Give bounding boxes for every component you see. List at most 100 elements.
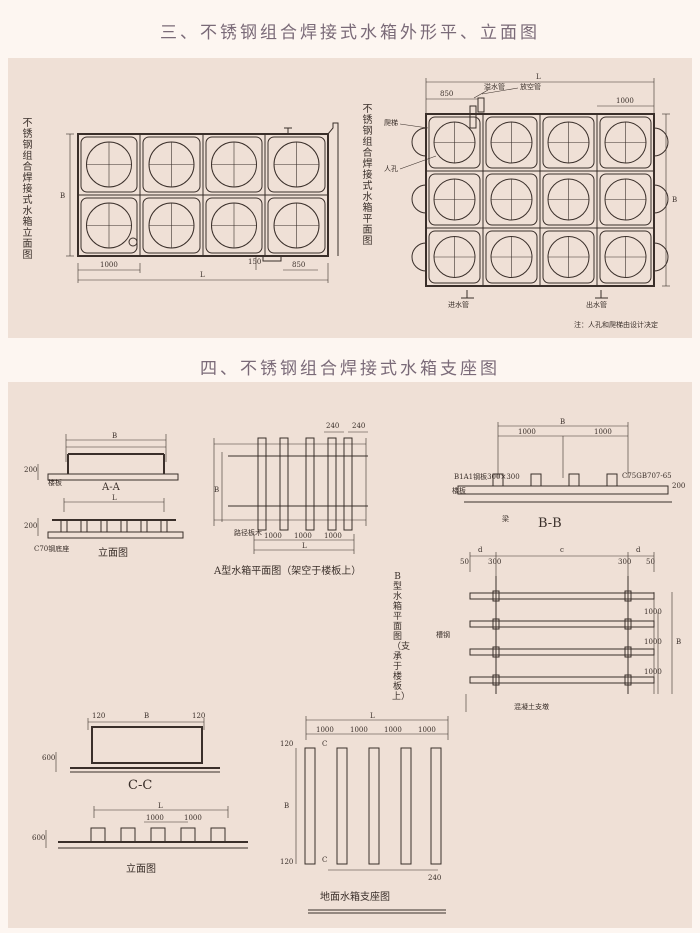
- bb-dim-200: 200: [672, 482, 686, 490]
- gp-caption: 地面水箱支座图: [320, 892, 390, 903]
- plan-edge-bulge: [411, 184, 427, 214]
- plan-dim-850: 850: [440, 90, 454, 98]
- typeb-pier: [492, 618, 500, 630]
- plan-dim-b: B: [672, 196, 678, 204]
- plan-edge-bulge: [411, 127, 427, 157]
- bb-support-block: [530, 473, 542, 487]
- elevation-dim-b: B: [60, 192, 66, 200]
- bb-angle-label: C75GB707-65: [622, 472, 672, 480]
- aa-post: [80, 519, 88, 533]
- typeb-concrete-label: 混凝土支墩: [514, 703, 549, 711]
- manhole-label: 人孔: [384, 165, 398, 173]
- ground-elevation: [45, 806, 248, 849]
- elevation-dim-150: 150: [248, 258, 262, 266]
- gp-dim-240: 240: [428, 874, 442, 882]
- typea-beam: [279, 437, 289, 531]
- bb-beam-label: 梁: [502, 515, 509, 523]
- typeb-pier: [492, 590, 500, 602]
- typeb-pier: [624, 618, 632, 630]
- support-drawing: [37, 422, 673, 914]
- aa-elevation-caption: 立面图: [98, 548, 128, 559]
- gp-mark-c-top: C: [322, 740, 328, 748]
- ge-dim-l: L: [158, 802, 163, 810]
- typeb-pier: [624, 674, 632, 686]
- elevation-panel-frame: [267, 197, 326, 254]
- ge-support-block: [90, 827, 106, 843]
- aa-beam-label: C70钢底座: [34, 545, 70, 553]
- ge-support-block: [120, 827, 136, 843]
- bb-dim-1000-b: 1000: [594, 428, 612, 436]
- typeb-dim-d-left: d: [478, 546, 483, 554]
- gp-dim-120-top: 120: [280, 740, 294, 748]
- bb-floorplate-label: 楼板: [452, 487, 466, 495]
- aa-post: [120, 519, 128, 533]
- typeb-dim-300-right: 300: [618, 558, 632, 566]
- gp-dim-1000-c: 1000: [384, 726, 402, 734]
- outlet-label: 出水管: [586, 301, 607, 309]
- ge-caption: 立面图: [126, 864, 156, 875]
- aa-dim-l: L: [112, 494, 117, 502]
- ge-support-block: [150, 827, 166, 843]
- aa-post: [140, 519, 148, 533]
- gp-dim-b: B: [284, 802, 290, 810]
- typeb-caption: B型水箱平面图（支承于楼板上）: [392, 572, 411, 702]
- typeb-dim-1000-c: 1000: [644, 668, 662, 676]
- typeb-pier: [492, 646, 500, 658]
- aa-post: [100, 519, 108, 533]
- typeb-dim-50-left: 50: [460, 558, 469, 566]
- gp-mark-c-bottom: C: [322, 856, 328, 864]
- plan-edge-bulge: [653, 127, 669, 157]
- elevation-dim-850: 850: [292, 261, 306, 269]
- aa-floorplate: 楼板: [48, 479, 62, 487]
- bb-dim-b: B: [560, 418, 566, 426]
- ge-dim-1000-b: 1000: [184, 814, 202, 822]
- aa-section: [37, 434, 184, 539]
- plan-dim-1000: 1000: [616, 97, 634, 105]
- bb-support-block: [492, 473, 504, 487]
- ground-plan: [295, 716, 449, 914]
- typea-beam: [343, 437, 353, 531]
- type-a-plan: [213, 431, 368, 554]
- plan-edge-bulge: [411, 242, 427, 272]
- aa-post: [160, 519, 168, 533]
- elevation-dim-1000: 1000: [100, 261, 118, 269]
- bb-support-block: [568, 473, 580, 487]
- inlet-label: 进水管: [448, 301, 469, 309]
- typeb-beam: [469, 592, 655, 600]
- plan-panel-frame: [485, 116, 538, 169]
- typeb-channel-label: 槽钢: [436, 631, 450, 639]
- aa-section-label: A-A: [102, 482, 120, 493]
- bb-steel-label: B1A1钢板300×300: [454, 473, 520, 481]
- elevation-panel-frame: [142, 136, 201, 193]
- typea-dim-1000-b: 1000: [294, 532, 312, 540]
- typea-dim-1000-c: 1000: [324, 532, 342, 540]
- plan-dim-l: L: [536, 73, 541, 81]
- typea-dim-b: B: [214, 486, 220, 494]
- typea-beam: [305, 437, 315, 531]
- typeb-dim-300-left: 300: [488, 558, 502, 566]
- elevation-panel-frame: [142, 197, 201, 254]
- typea-beam-label: 路径板木: [234, 529, 262, 537]
- typeb-pier: [624, 646, 632, 658]
- cc-section: [55, 718, 220, 773]
- cc-section-label: C-C: [128, 778, 153, 793]
- typea-dim-1000-a: 1000: [264, 532, 282, 540]
- typeb-dim-50-right: 50: [646, 558, 655, 566]
- gp-dim-1000-a: 1000: [316, 726, 334, 734]
- gp-dim-120-bottom: 120: [280, 858, 294, 866]
- section-3-title: 三、不锈钢组合焊接式水箱外形平、立面图: [160, 23, 540, 43]
- gp-beam: [368, 747, 380, 865]
- tank-outline-panel: 不锈钢组合焊接式水箱 立面图 B 1000 L 150 850 不锈钢组合焊接式…: [8, 58, 692, 338]
- gp-beam: [336, 747, 348, 865]
- elevation-vertical-label: 不锈钢组合焊接式水箱 立面图: [22, 118, 33, 261]
- plan-edge-bulge: [653, 242, 669, 272]
- typeb-dim-1000-b: 1000: [644, 638, 662, 646]
- plan-edge-bulge: [653, 184, 669, 214]
- cc-dim-b: B: [144, 712, 150, 720]
- aa-post: [60, 519, 68, 533]
- cc-dim-120-left: 120: [92, 712, 106, 720]
- section-4-title: 四、不锈钢组合焊接式水箱支座图: [200, 359, 500, 379]
- type-b-plan: [465, 552, 673, 712]
- plan-panel-frame: [428, 116, 481, 169]
- cc-dim-600: 600: [42, 754, 56, 762]
